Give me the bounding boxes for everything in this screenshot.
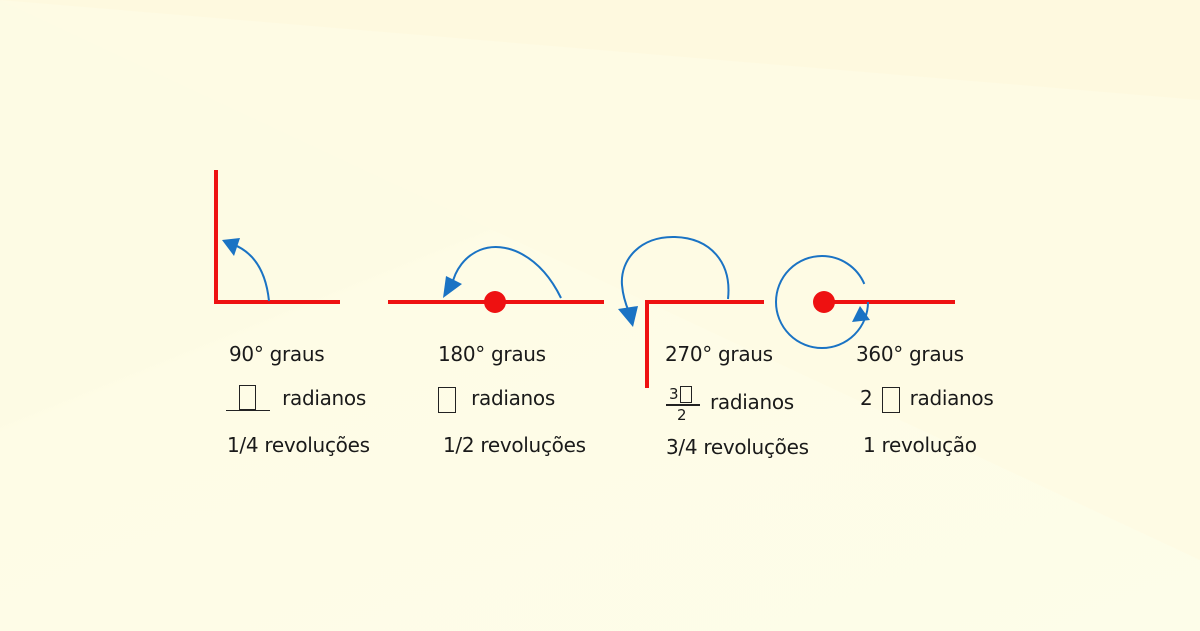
angle-270-degrees-label: 270° graus [665, 342, 773, 366]
angle-180-arrowhead-icon [443, 276, 462, 298]
angle-90-radians-label: radianos [282, 386, 366, 410]
pi-symbol-box [438, 386, 456, 413]
angle-90-arrowhead-icon [222, 238, 240, 256]
pi-symbol-box [239, 384, 256, 410]
fraction-bar [226, 409, 270, 411]
angle-360-rotation-circle [775, 255, 869, 349]
pi-over-2-fraction [226, 384, 270, 413]
angle-270-radians-label: radianos [710, 390, 794, 414]
radians-coefficient: 2 [860, 386, 873, 410]
fraction-numerator: 3 [669, 386, 692, 403]
angle-180-vertex [484, 291, 506, 313]
angle-360-revolutions-label: 1 revolução [863, 433, 977, 457]
angle-180-revolutions-label: 1/2 revoluções [443, 433, 586, 457]
fraction-bar [666, 404, 700, 406]
angle-270-revolutions-label: 3/4 revoluções [666, 435, 809, 459]
angle-180-figure [388, 246, 604, 313]
angle-270-figure [618, 235, 764, 388]
pi-symbol-box [679, 386, 692, 403]
angle-360-degrees-label: 360° graus [856, 342, 964, 366]
fraction-denominator: 2 [677, 406, 687, 424]
angle-360-arrowhead-icon [852, 306, 870, 322]
angle-90-revolutions-label: 1/4 revoluções [227, 433, 370, 457]
angle-180-rotation-arrow [451, 246, 562, 299]
angle-180-degrees-label: 180° graus [438, 342, 546, 366]
angle-360-figure [775, 255, 955, 349]
angle-270-rotation-arrow [620, 235, 730, 313]
angle-90-rotation-arrow [231, 243, 270, 302]
angle-360-radians-label: radianos [909, 386, 994, 410]
three-pi-over-2-fraction: 3 2 [666, 383, 704, 427]
angle-90-figure [214, 170, 340, 304]
angle-270-arrowhead-icon [618, 306, 638, 327]
angle-180-radians-row: radianos [438, 386, 555, 413]
angle-90-degrees-label: 90° graus [229, 342, 325, 366]
angle-180-radians-label: radianos [471, 386, 555, 410]
pi-symbol-box [881, 386, 900, 413]
angle-360-radians-row: 2 radianos [860, 386, 994, 413]
angle-90-radians-row: radianos [226, 384, 366, 413]
angle-360-vertex [813, 291, 835, 313]
